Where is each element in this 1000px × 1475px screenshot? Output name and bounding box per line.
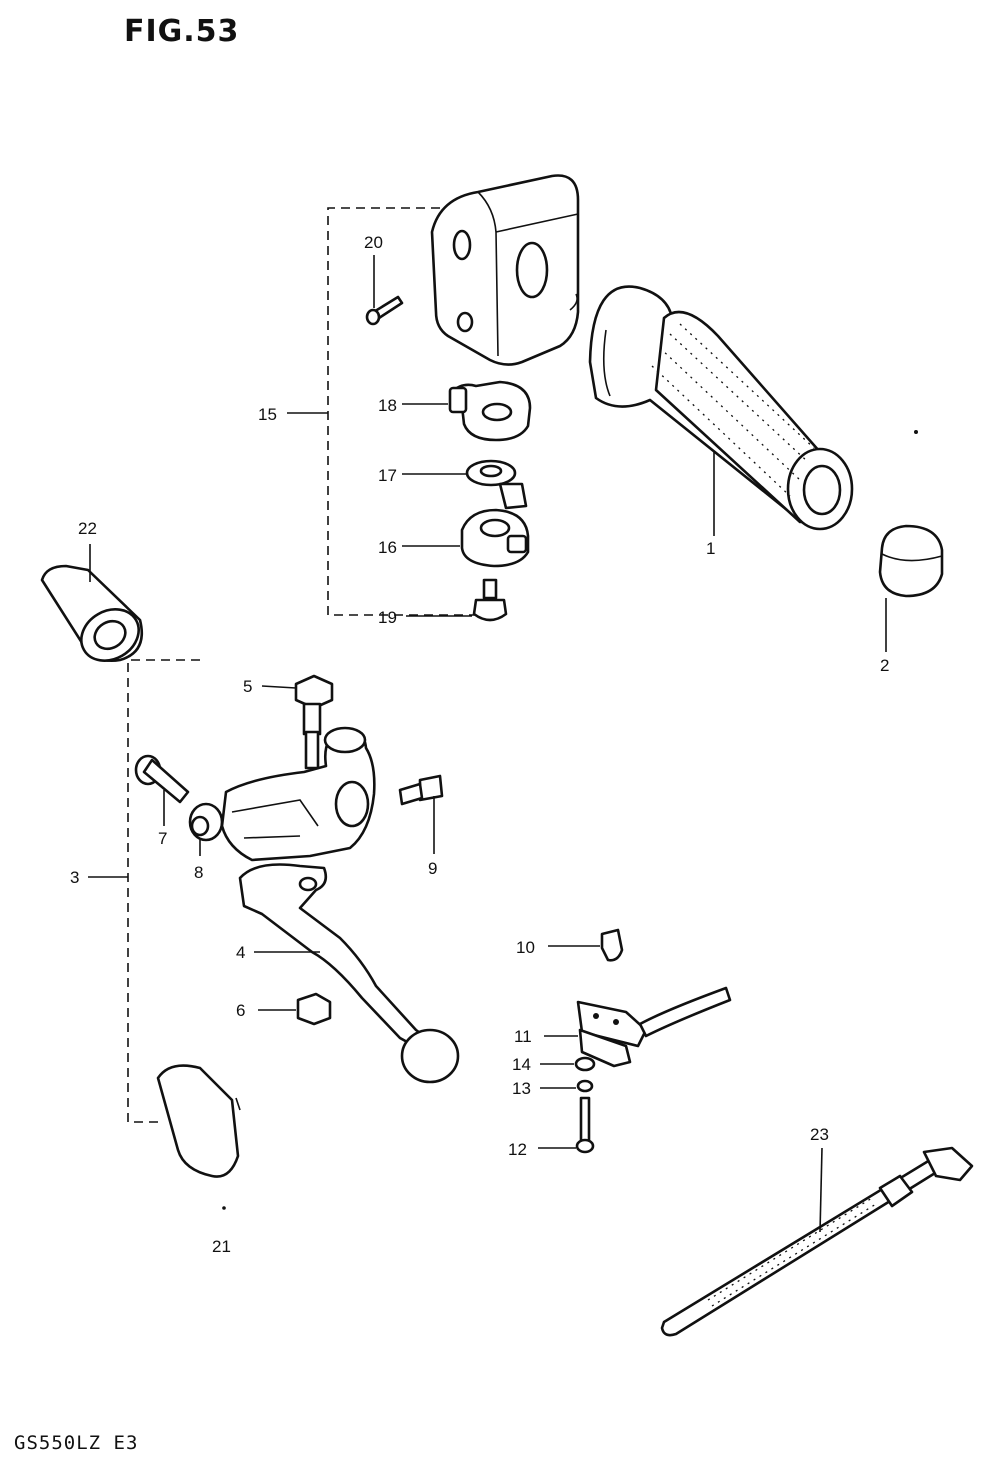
callout-2: 2 xyxy=(880,656,889,675)
cable-boot-22 xyxy=(40,544,144,662)
callout-12: 12 xyxy=(508,1140,527,1159)
adjuster-bolt-7 xyxy=(134,754,190,826)
callout-1: 1 xyxy=(706,539,715,558)
screw-12 xyxy=(538,1096,595,1154)
callout-10: 10 xyxy=(516,938,535,957)
lever-holder xyxy=(220,726,376,862)
switch-housing xyxy=(430,174,580,366)
callout-4: 4 xyxy=(236,943,245,962)
figure-title: FIG.53 xyxy=(124,14,240,49)
washer-14 xyxy=(540,1056,596,1072)
group-bracket-15 xyxy=(287,207,478,616)
locknut-8 xyxy=(188,802,224,856)
model-code: GS550LZ E3 xyxy=(14,1432,139,1454)
clutch-switch-11 xyxy=(544,986,732,1068)
callout-9: 9 xyxy=(428,859,437,878)
cable-tie-23 xyxy=(660,1146,974,1337)
washer-13 xyxy=(540,1079,594,1093)
callout-14: 14 xyxy=(512,1055,531,1074)
callout-22: 22 xyxy=(78,519,97,538)
clutch-lever-4 xyxy=(238,863,460,1084)
pivot-bolt-5 xyxy=(261,674,334,770)
callout-3: 3 xyxy=(70,868,79,887)
callout-15: 15 xyxy=(258,405,277,424)
switch-10 xyxy=(548,928,624,962)
screw-19 xyxy=(406,578,508,622)
callout-6: 6 xyxy=(236,1001,245,1020)
throttle-grip xyxy=(588,285,918,536)
cable-guide-16 xyxy=(402,508,530,568)
screw-20 xyxy=(365,255,404,326)
nut-6 xyxy=(258,992,332,1026)
cable-guide-18 xyxy=(402,380,532,442)
screw-9 xyxy=(398,774,444,854)
callout-17: 17 xyxy=(378,466,397,485)
group-bracket-3 xyxy=(88,659,200,1123)
callout-23: 23 xyxy=(810,1125,829,1144)
callout-7: 7 xyxy=(158,829,167,848)
callout-11: 11 xyxy=(514,1027,532,1046)
grip-end-cap xyxy=(878,524,944,652)
washer-17 xyxy=(402,459,528,510)
callout-8: 8 xyxy=(194,863,203,882)
callout-18: 18 xyxy=(378,396,397,415)
lever-boot-21 xyxy=(156,1064,241,1210)
callout-20: 20 xyxy=(364,233,383,252)
callout-16: 16 xyxy=(378,538,397,557)
callout-19: 19 xyxy=(378,608,397,627)
callout-13: 13 xyxy=(512,1079,531,1098)
callout-labels: 1 2 3 4 5 6 7 8 9 10 11 12 13 14 15 16 1… xyxy=(70,233,889,1256)
callout-5: 5 xyxy=(243,677,252,696)
callout-21: 21 xyxy=(212,1237,231,1256)
